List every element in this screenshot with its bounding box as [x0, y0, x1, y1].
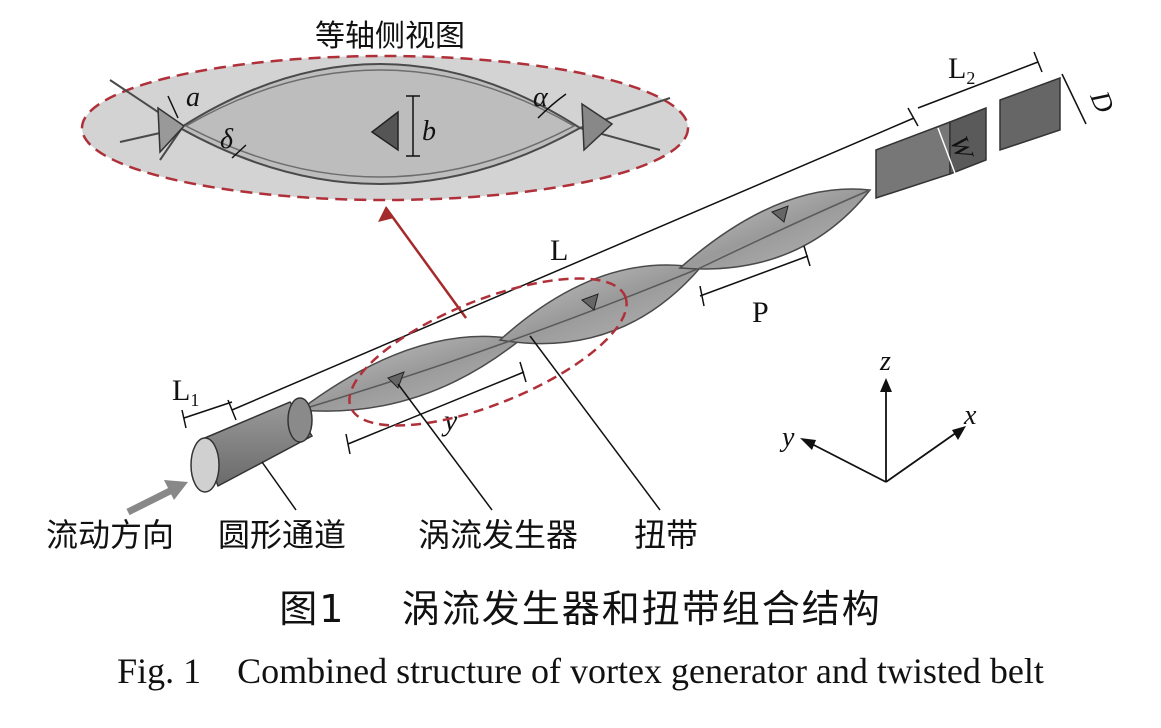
twisted-belt-segment-3: [678, 188, 872, 270]
axis-x-label: x: [963, 400, 977, 431]
inset-vortex-generator-right: [581, 102, 614, 152]
flow-direction-arrow: [126, 480, 188, 516]
inset-leader-line: [384, 207, 468, 319]
callout-flow-direction: 流动方向: [46, 516, 174, 554]
caption-chinese: 图1 涡流发生器和扭带组合结构: [0, 578, 1161, 633]
main-assembly: L L1 L2 D: [172, 51, 1120, 493]
dim-L2-label: L2: [948, 52, 975, 88]
inset-belt-lens: [178, 63, 582, 185]
dim-D-label: D: [1083, 86, 1120, 117]
caption-english: Fig. 1 Combined structure of vortex gene…: [117, 651, 1044, 691]
dim-y-line: [347, 371, 525, 445]
dim-L-label: L: [550, 234, 568, 267]
circular-channel-inlet: [190, 397, 314, 493]
twisted-belt-edge: [299, 189, 871, 411]
dim-P-line: [699, 255, 809, 297]
caption-cn-text: 涡流发生器和扭带组合结构: [401, 587, 882, 631]
vortex-generator-2: [581, 293, 599, 311]
twisted-belt-segment-2: [498, 264, 702, 345]
inset-label-alpha: α: [533, 82, 549, 113]
vortex-generator-3: [771, 205, 789, 223]
leader-twisted-belt: [529, 335, 661, 511]
inset-vortex-generator-center: [370, 110, 399, 152]
caption-cn-label: 图1: [279, 587, 346, 631]
inset-label-delta: δ: [220, 124, 234, 155]
inset-vortex-generator-left: [157, 106, 186, 154]
detail-dashed-ellipse: [348, 277, 628, 427]
dim-P-label: P: [752, 296, 769, 329]
inset-leader-arrowhead: [378, 206, 394, 222]
rectangular-channel-outlet: [875, 76, 1061, 200]
callout-circular-channel: 圆形通道: [218, 516, 346, 554]
axis-z-label: z: [879, 346, 891, 377]
callout-vortex-generator: 涡流发生器: [418, 516, 578, 554]
leader-circular-channel: [261, 461, 297, 511]
coordinate-axes: z y x: [779, 346, 977, 483]
dim-y-label: y: [441, 404, 458, 437]
inset-view: 等轴侧视图 a α δ b: [80, 19, 690, 202]
inset-label-b: b: [422, 116, 436, 147]
vortex-generator-1: [387, 371, 405, 389]
dim-L1-label: L1: [172, 374, 199, 410]
inset-title: 等轴侧视图: [315, 19, 465, 54]
callout-twisted-belt: 扭带: [634, 516, 698, 554]
inset-label-a: a: [186, 82, 200, 113]
dim-L-line: [231, 117, 915, 411]
inset-belt-inner: [184, 69, 576, 178]
axis-y-label: y: [779, 422, 795, 453]
leader-vortex-generator: [397, 383, 493, 511]
